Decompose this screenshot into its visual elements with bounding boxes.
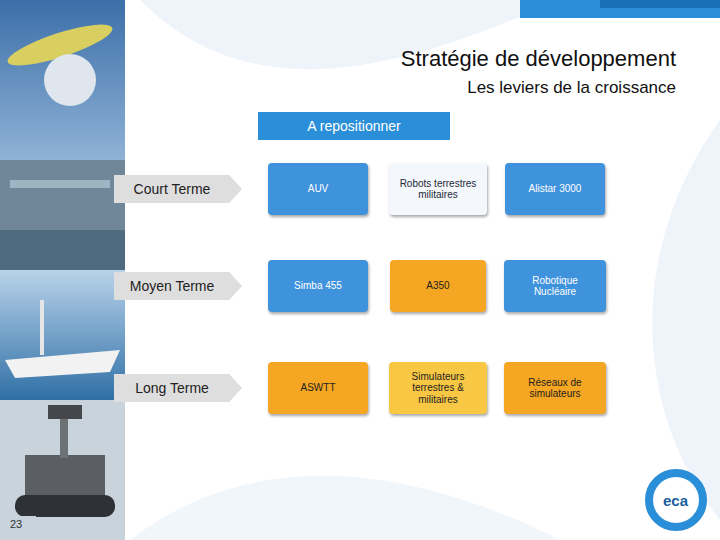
page-number: 23 — [10, 518, 22, 530]
robot-head — [48, 405, 82, 419]
node-text: AUV — [308, 183, 329, 195]
node-text: Moyen Terme — [130, 278, 215, 294]
lever-box: Alistar 3000 — [505, 163, 605, 215]
term-arrow: Moyen Terme — [114, 272, 242, 300]
boat-mast — [40, 300, 44, 355]
node-text: A repositionner — [307, 118, 400, 134]
lever-box: Réseaux de simulateurs — [504, 362, 606, 414]
node-text: Robotique Nucléaire — [510, 275, 600, 298]
lever-box: Robots terrestres militaires — [389, 163, 487, 215]
swirl — [652, 120, 720, 520]
logo-center — [657, 481, 695, 519]
factory-beam — [10, 180, 110, 188]
arrow-fill — [114, 272, 242, 300]
arrow-fill — [114, 175, 242, 203]
robot-track — [15, 495, 115, 517]
robot-body — [25, 455, 105, 495]
node-text: Réseaux de simulateurs — [510, 377, 600, 400]
reposition-band: A repositionner — [258, 112, 450, 140]
node-text: Alistar 3000 — [529, 183, 582, 195]
node-text: Court Terme — [134, 181, 211, 197]
top-bar — [600, 0, 720, 8]
lever-box: Robotique Nucléaire — [504, 260, 606, 312]
node-text: A350 — [426, 280, 449, 292]
slide-title: Stratégie de développement — [401, 46, 676, 72]
term-arrow: Long Terme — [114, 374, 242, 402]
term-arrow: Court Terme — [114, 175, 242, 203]
lever-box: A350 — [390, 260, 486, 312]
page-number-ground — [6, 516, 36, 534]
lever-box: Simba 455 — [268, 260, 368, 312]
photo-sea — [0, 270, 125, 400]
photo-auv — [0, 0, 125, 160]
slide-subtitle: Les leviers de la croissance — [467, 78, 676, 98]
node-text: Simulateurs terrestres & militaires — [395, 371, 481, 406]
arrow-fill — [114, 374, 242, 402]
node-text: Simba 455 — [294, 280, 342, 292]
factory-floor — [0, 230, 125, 270]
lever-box: ASWTT — [268, 362, 368, 414]
auv-sphere — [44, 54, 96, 106]
photo-robot — [0, 400, 125, 540]
swirl — [130, 476, 560, 540]
node-text: Long Terme — [135, 380, 209, 396]
boat — [5, 350, 120, 378]
top-bar — [520, 0, 720, 18]
logo-ring — [649, 473, 703, 527]
photo-factory — [0, 160, 125, 270]
lever-box: AUV — [268, 163, 368, 215]
lever-box: Simulateurs terrestres & militaires — [389, 362, 487, 414]
logo-text: eca — [663, 492, 688, 509]
node-text: Robots terrestres militaires — [395, 178, 481, 201]
node-text: ASWTT — [301, 382, 336, 394]
